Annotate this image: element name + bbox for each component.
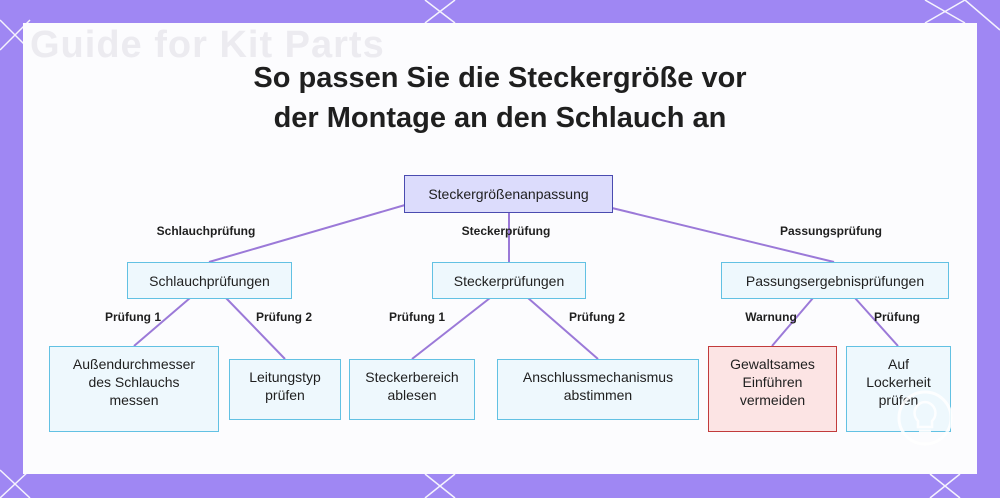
node-steckergroessenanpassung: Steckergrößenanpassung (404, 175, 613, 213)
edge-schlauch-leitung (225, 297, 286, 360)
edge-passung-gewalt (771, 297, 814, 347)
node-gewaltsames-einfuehren: Gewaltsames Einführen vermeiden (708, 346, 837, 432)
edge-schlauch-aussen (133, 297, 191, 347)
edge-label-passungspruefung: Passungsprüfung (779, 224, 883, 238)
edge-root-passung (611, 207, 835, 263)
edge-label-pruefung-2-stecker: Prüfung 2 (569, 310, 625, 324)
node-leitungstyp: Leitungstyp prüfen (229, 359, 341, 420)
node-aussendurchmesser: Außendurchmesser des Schlauchs messen (49, 346, 219, 432)
edge-label-pruefung-2-schlauch: Prüfung 2 (256, 310, 312, 324)
edge-passung-locker (854, 297, 899, 347)
title-line-1: So passen Sie die Steckergröße vor (253, 62, 747, 94)
edge-stecker-mechanismus (527, 297, 599, 360)
node-passungsergebnispruefungen: Passungsergebnisprüfungen (721, 262, 949, 299)
diagram-title: So passen Sie die Steckergröße vor der M… (0, 58, 1000, 138)
edge-label-pruefung-passung: Prüfung (874, 310, 920, 324)
edge-label-schlauchpruefung: Schlauchprüfung (156, 224, 256, 238)
bulb-logo-icon (897, 390, 953, 446)
title-line-2: der Montage an den Schlauch an (273, 102, 727, 134)
edge-label-warnung: Warnung (745, 310, 797, 324)
edge-label-pruefung-1-stecker: Prüfung 1 (389, 310, 445, 324)
node-schlauchpruefungen: Schlauchprüfungen (127, 262, 292, 299)
edge-stecker-bereich (411, 297, 491, 360)
edge-root-schlauch (208, 204, 406, 263)
node-steckerpruefungen: Steckerprüfungen (432, 262, 586, 299)
node-anschlussmechanismus: Anschlussmechanismus abstimmen (497, 359, 699, 420)
edge-label-steckerpruefung: Steckerprüfung (461, 224, 551, 238)
node-steckerbereich: Steckerbereich ablesen (349, 359, 475, 420)
watermark-text: Guide for Kit Parts (30, 24, 385, 66)
edge-label-pruefung-1-schlauch: Prüfung 1 (105, 310, 161, 324)
